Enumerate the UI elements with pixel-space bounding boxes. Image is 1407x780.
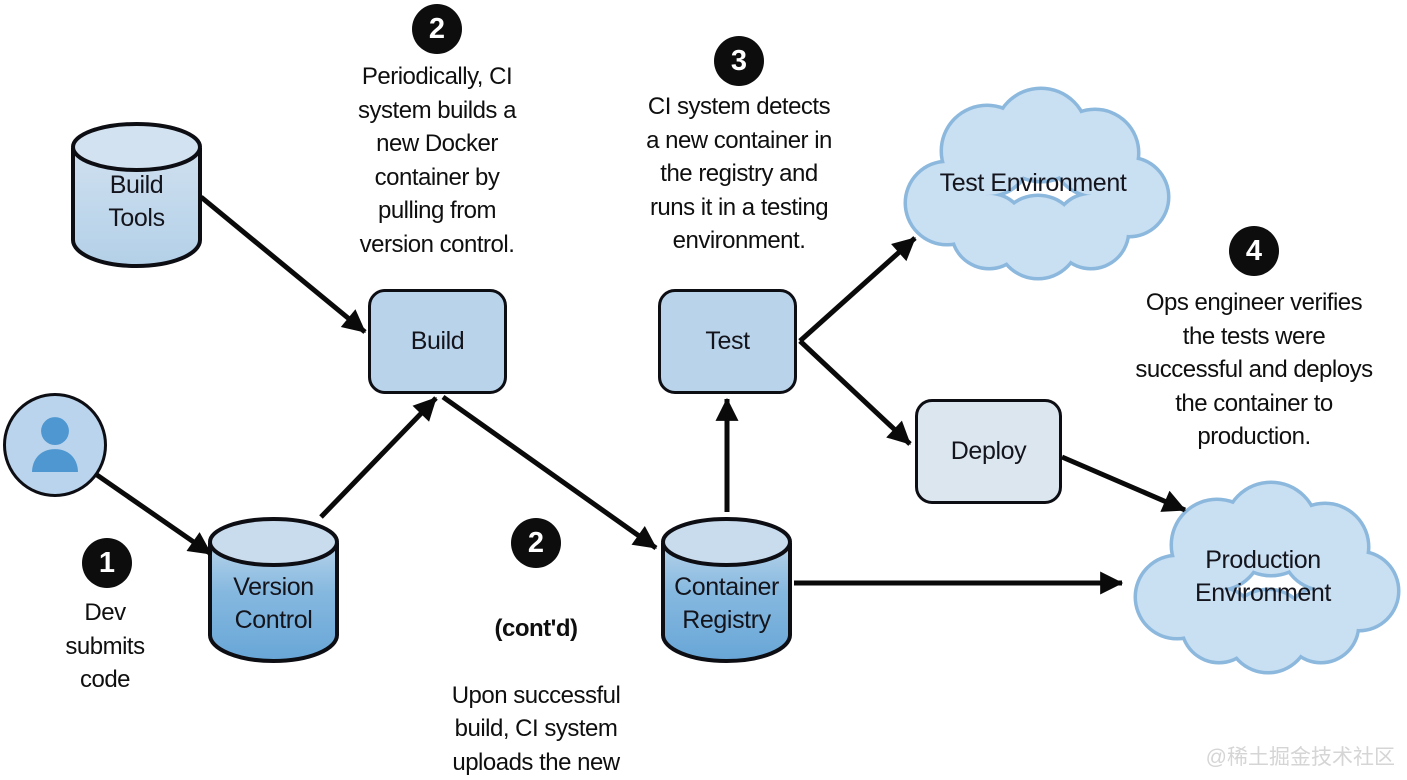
node-version-control: Version Control: [207, 515, 340, 665]
step-4-text: Ops engineer verifies the tests were suc…: [1135, 289, 1373, 450]
cloud-shape: [903, 86, 1171, 281]
step-3-badge: 3: [714, 36, 764, 86]
build-tools-label: Build Tools: [108, 171, 165, 232]
step-2-badge: 2: [412, 4, 462, 54]
person-icon: [32, 417, 78, 473]
arrow-version-control-to-build: [319, 396, 438, 519]
step-2-contd-block: (cont'd) Upon successful build, CI syste…: [431, 578, 641, 780]
test-label: Test: [705, 327, 750, 355]
arrow-test-to-deploy: [798, 339, 912, 446]
node-test-environment: Test Environment: [895, 85, 1171, 281]
step-4-badge: 4: [1229, 226, 1279, 276]
node-test: Test: [658, 289, 797, 394]
node-container-registry: Container Registry: [660, 515, 793, 665]
cylinder-shape: [661, 517, 792, 663]
node-production-environment: Production Environment: [1125, 478, 1401, 676]
step-2-contd-text: Upon successful build, CI system uploads…: [451, 681, 621, 776]
cylinder-shape: [208, 517, 339, 663]
node-build-tools: Build Tools: [70, 120, 203, 270]
watermark: @稀土掘金技术社区: [1205, 746, 1395, 769]
cloud-shape: [1133, 480, 1401, 675]
node-deploy: Deploy: [915, 399, 1062, 504]
cylinder-shape: [71, 122, 202, 268]
node-developer: [3, 393, 107, 497]
step-2-contd-heading: (cont'd): [494, 614, 578, 642]
step-1-badge: 1: [82, 538, 132, 588]
step-3-text: CI system detects a new container in the…: [646, 93, 832, 254]
step-2-contd-badge: 2: [511, 518, 561, 568]
step-1-text: Dev submits code: [65, 599, 145, 693]
production-environment-label: Production Environment: [1195, 546, 1331, 607]
build-label: Build: [410, 327, 465, 355]
step-2-text: Periodically, CI system builds a new Doc…: [358, 63, 516, 258]
node-build: Build: [368, 289, 507, 394]
version-control-label: Version Control: [233, 573, 314, 634]
container-registry-label: Container Registry: [674, 573, 779, 634]
deploy-label: Deploy: [950, 437, 1027, 465]
test-environment-label: Test Environment: [939, 168, 1127, 197]
